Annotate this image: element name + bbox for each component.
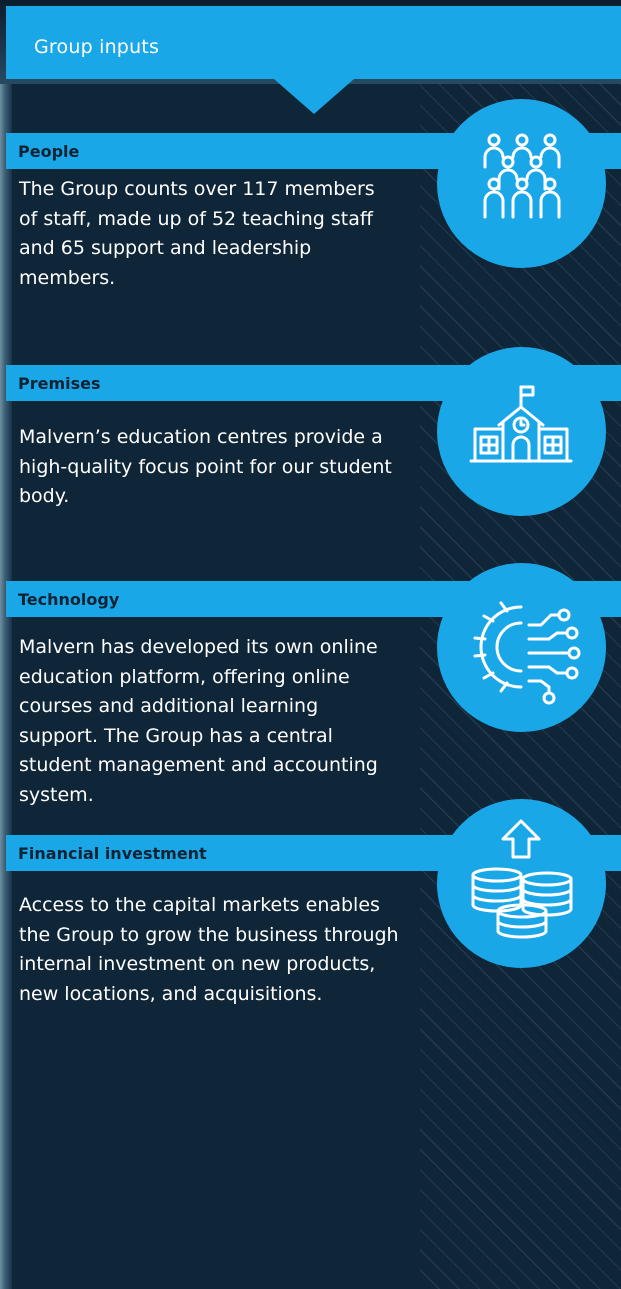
header-pointer (274, 79, 354, 114)
page-title: Group inputs (34, 36, 160, 58)
school-building-icon (437, 347, 606, 516)
section-title-financial-investment: Financial investment (18, 844, 207, 863)
section-body-financial-investment: Access to the capital markets enables th… (19, 894, 399, 1005)
people-group-icon (437, 99, 606, 268)
section-body-premises: Malvern’s education centres provide a hi… (19, 426, 392, 508)
section-title-technology: Technology (18, 590, 120, 609)
header-banner: Group inputs (6, 6, 621, 79)
section-body-technology: Malvern has developed its own online edu… (19, 636, 378, 806)
coins-arrow-up-icon (437, 799, 606, 968)
section-body-people: The Group counts over 117 members of sta… (19, 178, 375, 289)
section-title-premises: Premises (18, 374, 101, 393)
gear-circuit-icon (437, 563, 606, 732)
section-title-people: People (18, 142, 80, 161)
